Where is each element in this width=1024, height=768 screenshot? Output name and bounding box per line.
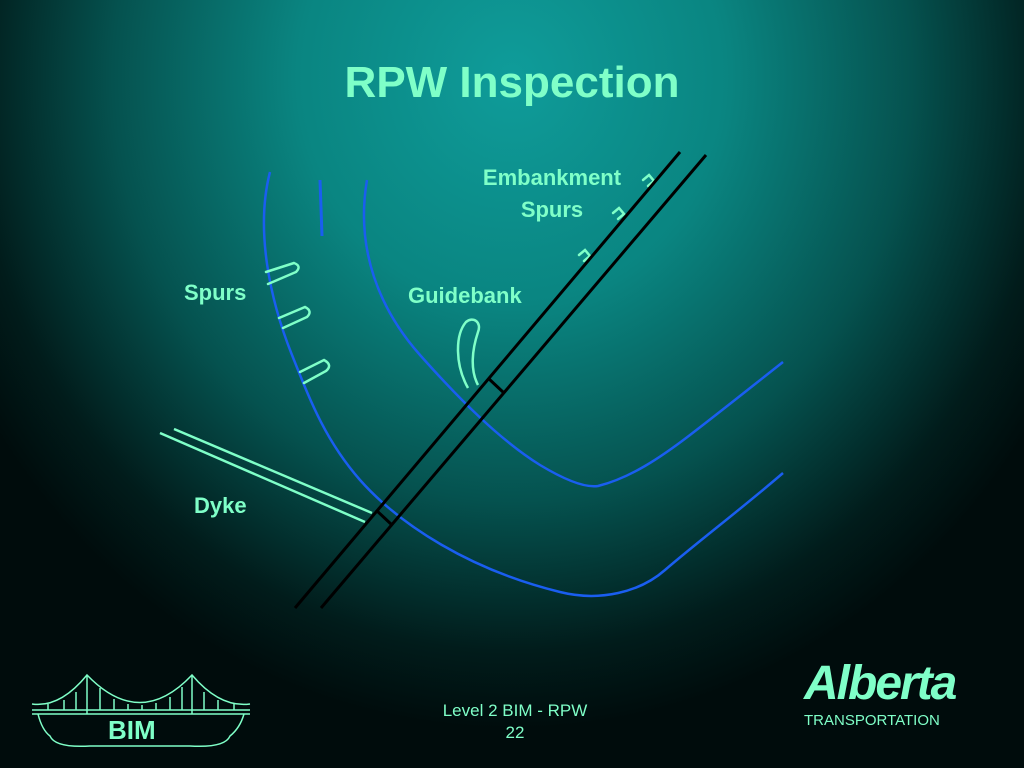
- spur-left-1: [264, 261, 300, 286]
- embankment-label-line1: Embankment: [482, 165, 622, 190]
- spur-left-3: [298, 358, 331, 385]
- alberta-subtext: TRANSPORTATION: [804, 712, 940, 729]
- embankment-label-line2: Spurs: [520, 197, 584, 222]
- river-bank-inner: [362, 179, 784, 488]
- bim-logo-text: BIM: [108, 715, 156, 745]
- slide-title: RPW Inspection: [344, 58, 680, 107]
- dyke-label: Dyke: [194, 493, 247, 518]
- spurs-label: Spurs: [184, 280, 247, 305]
- river-flow-line: [318, 179, 324, 237]
- bridge-abutment-right: [486, 376, 506, 395]
- bridge-abutment-left: [374, 508, 394, 527]
- embankment-spur-3: [577, 248, 592, 263]
- guidebank-label: Guidebank: [408, 283, 522, 308]
- bim-logo: BIM: [30, 670, 255, 760]
- road-embankment: [293, 151, 708, 609]
- embankment-spur-2: [611, 206, 626, 221]
- alberta-transportation-logo: Alberta TRANSPORTATION: [800, 657, 957, 730]
- footer-page-number: 22: [505, 723, 525, 742]
- dyke: [159, 427, 373, 524]
- footer-course: Level 2 BIM - RPW: [442, 701, 588, 720]
- bridge-icon: [31, 673, 251, 748]
- alberta-wordmark: Alberta: [804, 657, 957, 710]
- guidebank: [456, 318, 481, 389]
- spur-left-2: [277, 305, 311, 330]
- embankment-spur-1: [641, 173, 656, 188]
- river-bank-outer: [262, 171, 784, 598]
- embankment-spurs-label: Embankment Spurs: [462, 162, 642, 226]
- footer: Level 2 BIM - RPW 22: [410, 700, 620, 744]
